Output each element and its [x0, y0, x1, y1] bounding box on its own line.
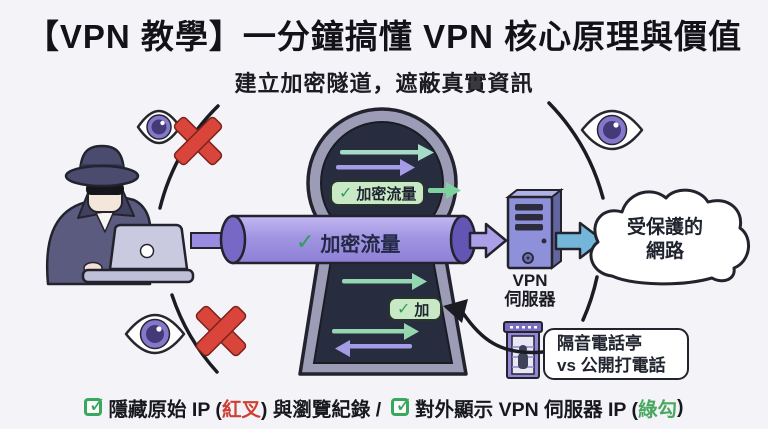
- page-title: 【VPN 教學】一分鐘搞懂 VPN 核心原理與價值: [25, 18, 743, 55]
- vpn-server-label: VPN 伺服器: [492, 271, 568, 309]
- bottom-badge-text: 加: [414, 301, 430, 319]
- encrypted-traffic-arrows-bottom: [332, 273, 427, 357]
- tube-label-text: 加密流量: [320, 233, 401, 256]
- laptop: [81, 223, 195, 284]
- footer-summary: ✓ 隱藏原始 IP (紅叉) 與瀏覽紀錄 / ✓ 對外顯示 VPN 伺服器 IP…: [0, 392, 768, 422]
- blocked-x-top-left: [173, 116, 223, 166]
- vpn-tunnel-tube: [190, 214, 508, 265]
- footer-item1-post: ) 與瀏覽紀錄 /: [260, 398, 382, 421]
- vpn-server-label-line2: 伺服器: [504, 290, 556, 309]
- encrypted-traffic-label: 加密流量: [356, 185, 417, 203]
- protected-network-label: 受保護的 網路: [606, 216, 724, 264]
- tube-cap-left: [219, 214, 247, 265]
- vpn-server: [505, 187, 564, 271]
- checkbox-icon: ✓: [391, 394, 413, 417]
- laptop-base: [81, 268, 195, 284]
- footer-item2-pre: 對外顯示 VPN 伺服器 IP (: [415, 398, 638, 421]
- tube-encrypted-traffic-label: ✓ 加密流量: [296, 227, 400, 257]
- server-led: [541, 238, 547, 244]
- page-subtitle: 建立加密隧道，遮蔽真實資訊: [234, 71, 534, 96]
- checkbox-icon: ✓: [84, 394, 106, 417]
- arc-bottom-left: [170, 293, 219, 374]
- encrypted-traffic-arrows-top: [336, 144, 461, 199]
- watcher-eye-bottom-left: [124, 313, 186, 355]
- check-icon: ✓: [296, 229, 315, 254]
- analogy-note-line2: vs 公開打電話: [557, 356, 666, 375]
- check-icon: ✓: [339, 185, 353, 202]
- protected-network-line1: 受保護的: [626, 217, 703, 238]
- encrypted-traffic-badge-top: ✓ 加密流量: [330, 180, 426, 206]
- badge-arrow-icon: [428, 182, 461, 199]
- blocked-x-bottom-left: [195, 305, 247, 357]
- footer-item1-highlight: 紅叉: [221, 398, 261, 421]
- protected-network-cloud: [589, 188, 750, 286]
- watcher-eye-top-right: [580, 109, 644, 151]
- spy-hat-brim: [64, 164, 140, 188]
- server-side-face: [551, 187, 562, 271]
- check-icon: ✓: [397, 301, 411, 318]
- protected-network-line2: 網路: [645, 241, 684, 262]
- laptop-logo: [139, 243, 155, 259]
- note-to-badge-arrow: [443, 299, 545, 355]
- arc-top-right: [547, 101, 605, 200]
- analogy-note-box: 隔音電話亭 vs 公開打電話: [543, 328, 689, 380]
- booth-person-silhouette: [518, 345, 528, 369]
- tube-exit-arrow: [468, 222, 508, 259]
- encrypted-traffic-badge-bottom: ✓ 加: [388, 297, 442, 321]
- footer-item1-pre: 隱藏原始 IP (: [108, 398, 222, 421]
- footer-item2-post: ): [677, 395, 684, 418]
- watcher-eye-top-left: [136, 109, 182, 145]
- footer-item2-highlight: 綠勾: [638, 398, 678, 421]
- analogy-note-line1: 隔音電話亭: [557, 334, 642, 353]
- vpn-server-label-line1: VPN: [512, 271, 548, 290]
- arc-bottom-right: [581, 275, 599, 322]
